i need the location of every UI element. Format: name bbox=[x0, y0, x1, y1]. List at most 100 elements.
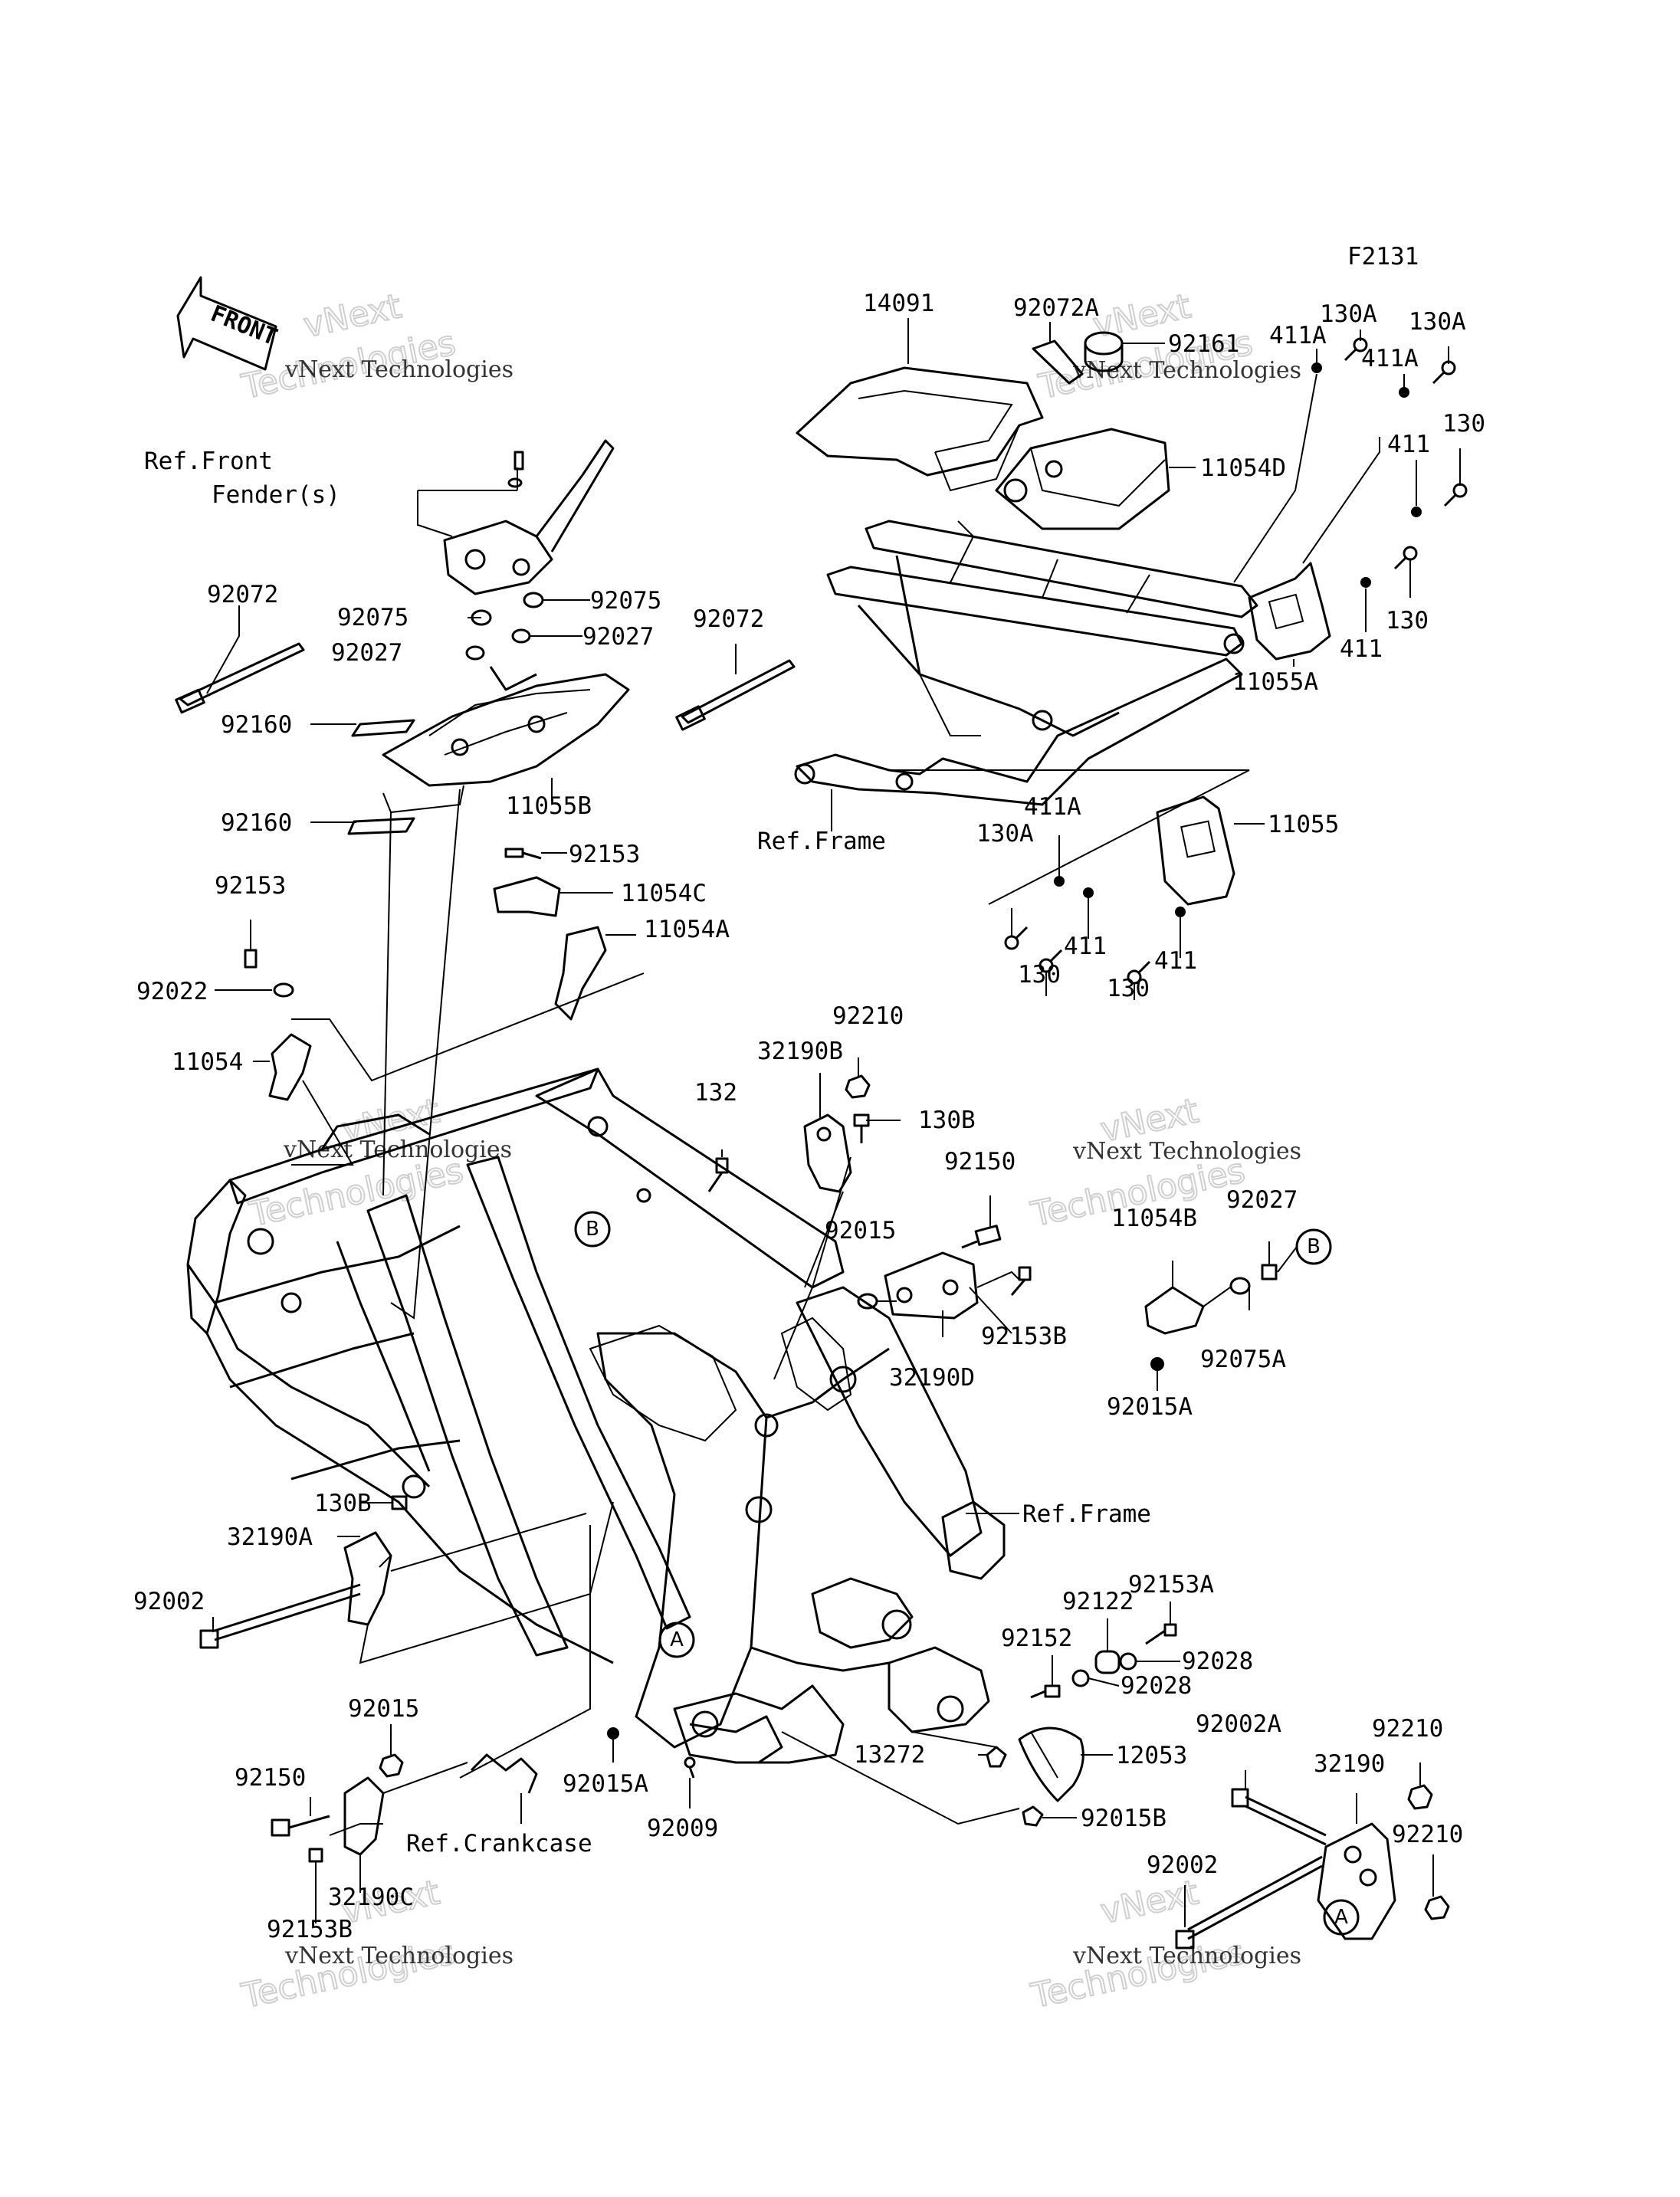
label-92153-a: 92153 bbox=[569, 841, 640, 868]
rear-subframe bbox=[794, 520, 1258, 806]
label-92075-a: 92075 bbox=[337, 604, 409, 631]
bracket-11054A bbox=[554, 926, 607, 1021]
clamp-92072A bbox=[1032, 339, 1084, 385]
label-ref-frame-top: Ref.Frame bbox=[757, 828, 886, 855]
bracket-32190 bbox=[1317, 1822, 1396, 1940]
bolt-92152 bbox=[1030, 1684, 1061, 1699]
svg-text:vNext: vNext bbox=[1098, 1873, 1202, 1932]
figure-id: F2131 bbox=[1347, 243, 1419, 271]
collar-92027-b bbox=[511, 628, 531, 644]
svg-text:vNext Technologies: vNext Technologies bbox=[284, 356, 514, 383]
label-92210-top: 92210 bbox=[832, 1002, 904, 1030]
label-32190A: 32190A bbox=[227, 1523, 313, 1551]
label-32190B: 32190B bbox=[757, 1038, 843, 1065]
callout-b-right: B bbox=[1295, 1228, 1332, 1265]
label-411A-top-2: 411A bbox=[1361, 345, 1419, 372]
bolt-front-fender bbox=[507, 451, 524, 488]
label-92075-b: 92075 bbox=[590, 587, 661, 615]
collar-92027-right bbox=[1261, 1264, 1278, 1280]
bolt-130B-top bbox=[853, 1113, 870, 1143]
collar-92028-b bbox=[1071, 1669, 1090, 1687]
bolt-130-right-2 bbox=[1393, 546, 1418, 570]
bracket-32190D bbox=[884, 1251, 979, 1320]
label-92015A-right: 92015A bbox=[1107, 1393, 1193, 1421]
label-92028-b: 92028 bbox=[1121, 1672, 1192, 1700]
label-92153A: 92153A bbox=[1128, 1571, 1214, 1599]
label-92027-right: 92027 bbox=[1226, 1186, 1298, 1214]
washer-411A-top-1 bbox=[1311, 362, 1322, 373]
leader-lines bbox=[206, 318, 1461, 1927]
nut-92015B bbox=[1022, 1805, 1044, 1827]
label-130B-left: 130B bbox=[314, 1490, 372, 1517]
nut-92015A-bottom bbox=[607, 1727, 619, 1740]
front-label: FRONT bbox=[207, 300, 281, 351]
crankcase-bracket bbox=[470, 1753, 538, 1794]
strap-92072-left bbox=[175, 642, 305, 714]
bolt-92009 bbox=[684, 1756, 696, 1779]
callout-a-bracket: A bbox=[1323, 1899, 1360, 1936]
watermark-bottom-right: vNext Technologies vNext Technologies bbox=[1027, 1872, 1301, 2017]
watermark-top-left: vNext Technologies vNext Technologies bbox=[238, 286, 514, 408]
label-92150-top: 92150 bbox=[944, 1148, 1016, 1176]
washer-411-right-1 bbox=[1411, 507, 1422, 517]
nut-92075A bbox=[1229, 1277, 1251, 1295]
bolt-130A-lower bbox=[1004, 926, 1029, 950]
label-ref-front: Ref.Front bbox=[144, 448, 273, 475]
nut-92015-left bbox=[379, 1753, 404, 1778]
label-ref-frame-mid: Ref.Frame bbox=[1022, 1500, 1151, 1528]
label-11054A: 11054A bbox=[644, 916, 730, 943]
label-11054D: 11054D bbox=[1200, 454, 1286, 482]
washer-411-lower-2 bbox=[1175, 907, 1186, 917]
collar-92028-a bbox=[1119, 1652, 1137, 1671]
label-92210-bottom: 92210 bbox=[1392, 1821, 1463, 1848]
nut-92210-top bbox=[845, 1074, 871, 1099]
bracket-11055A bbox=[1248, 562, 1331, 661]
svg-text:vNext Technologies: vNext Technologies bbox=[1072, 1138, 1301, 1165]
label-411-right-2: 411 bbox=[1340, 635, 1383, 663]
callout-a-frame: A bbox=[658, 1622, 695, 1658]
bolt-92153B-left bbox=[308, 1848, 323, 1863]
bolt-92150-left bbox=[271, 1815, 330, 1837]
bracket-11054C bbox=[493, 876, 561, 917]
pad-92160-bottom bbox=[347, 817, 415, 835]
pad-92160-top bbox=[351, 719, 415, 737]
bracket-32190A bbox=[343, 1531, 392, 1626]
bolt-130A-top-2 bbox=[1432, 360, 1456, 385]
bracket-11054 bbox=[268, 1033, 312, 1101]
label-411A-top-1: 411A bbox=[1269, 322, 1327, 349]
label-14091: 14091 bbox=[863, 290, 934, 317]
label-92009: 92009 bbox=[647, 1815, 718, 1842]
label-92160-bottom: 92160 bbox=[221, 809, 292, 837]
bolt-92153A bbox=[1145, 1623, 1177, 1645]
label-92153-b: 92153 bbox=[215, 872, 286, 900]
label-fender: Fender(s) bbox=[212, 481, 340, 509]
clip-13272 bbox=[986, 1746, 1007, 1768]
label-92072A: 92072A bbox=[1013, 294, 1099, 322]
cover-14091 bbox=[796, 366, 1044, 492]
bolt-92153-b bbox=[244, 949, 258, 969]
label-11055: 11055 bbox=[1268, 811, 1339, 838]
bushing-92122 bbox=[1094, 1650, 1121, 1674]
front-arrow-icon: FRONT bbox=[176, 276, 281, 371]
mount-12053 bbox=[1018, 1726, 1084, 1802]
label-92015B: 92015B bbox=[1081, 1805, 1166, 1832]
svg-text:B: B bbox=[1307, 1235, 1321, 1258]
label-92002A: 92002A bbox=[1196, 1710, 1281, 1738]
label-130-lower-1: 130 bbox=[1018, 961, 1061, 989]
bolt-92002-bottom bbox=[1175, 1855, 1323, 1949]
label-11054B: 11054B bbox=[1111, 1205, 1197, 1232]
callout-b-left: B bbox=[574, 1211, 611, 1248]
label-130-lower-2: 130 bbox=[1107, 975, 1150, 1002]
label-11054C: 11054C bbox=[621, 880, 707, 907]
label-11055B: 11055B bbox=[506, 792, 592, 820]
nut-92210-mid bbox=[1407, 1784, 1433, 1810]
nut-92075-b bbox=[523, 592, 544, 608]
washer-411-lower-1 bbox=[1083, 887, 1094, 898]
svg-text:vNext Technologies: vNext Technologies bbox=[1072, 1943, 1301, 1969]
label-92153B-left: 92153B bbox=[267, 1916, 353, 1943]
label-92002-left: 92002 bbox=[133, 1588, 205, 1615]
label-92150-left: 92150 bbox=[235, 1764, 306, 1792]
label-130A-top-2: 130A bbox=[1409, 308, 1466, 336]
main-frame bbox=[186, 1067, 1006, 1764]
label-92002-bottom: 92002 bbox=[1147, 1851, 1218, 1879]
